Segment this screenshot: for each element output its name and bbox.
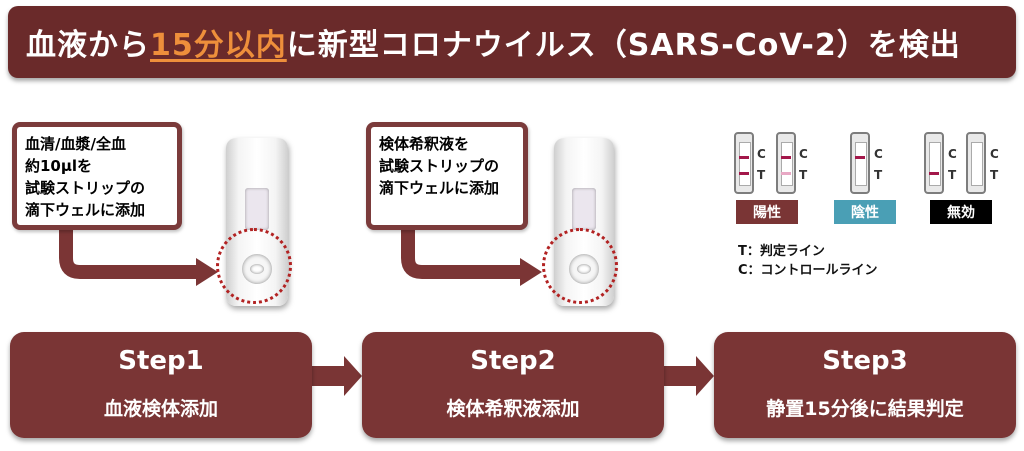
step1-title: Step1	[118, 346, 204, 376]
step3-box: Step3 静置15分後に結果判定	[714, 332, 1016, 438]
step3-description: 静置15分後に結果判定	[766, 398, 964, 420]
c-label: C	[799, 147, 808, 161]
step1-connector	[312, 366, 344, 386]
test-line	[739, 172, 749, 175]
step1-instruction-callout: 血清/血漿/全血 約10µlを 試験ストリップの 滴下ウェルに添加	[12, 122, 182, 230]
invalid-strip-2	[966, 132, 986, 194]
c-label: C	[948, 147, 957, 161]
title-part-1: 血液から	[26, 28, 150, 63]
well-highlight-ring	[542, 228, 618, 304]
callout2-line: 滴下ウェルに添加	[379, 179, 500, 197]
callout1-line: 滴下ウェルに添加	[25, 201, 146, 219]
t-label: T	[948, 168, 957, 182]
positive-strip-1	[734, 132, 754, 194]
test-line-faint	[781, 172, 791, 175]
invalid-strip-1	[924, 132, 944, 194]
t-label: T	[990, 168, 999, 182]
callout2-line: 試験ストリップの	[379, 157, 500, 175]
page-title: 血液から15分以内に新型コロナウイルス（SARS-CoV-2）を検出	[8, 20, 961, 64]
t-line-description: T：判定ライン	[738, 244, 825, 259]
positive-badge: 陽性	[736, 200, 798, 224]
control-line	[781, 156, 791, 159]
callout2-arrowhead	[520, 258, 542, 286]
positive-strip-2	[776, 132, 796, 194]
c-line-description: C：コントロールライン	[738, 263, 878, 278]
c-label: C	[990, 147, 999, 161]
step2-instruction-callout: 検体希釈液を 試験ストリップの 滴下ウェルに添加	[366, 122, 528, 230]
negative-badge: 陰性	[834, 200, 896, 224]
step2-arrowhead	[696, 356, 714, 396]
result-window	[245, 188, 269, 230]
well-highlight-ring	[216, 228, 292, 304]
callout1-line: 血清/血漿/全血	[25, 135, 126, 153]
c-label: C	[874, 147, 883, 161]
step1-box: Step1 血液検体添加	[10, 332, 312, 438]
title-part-2: に新型コロナウイルス（SARS-CoV-2）を検出	[286, 28, 961, 63]
step2-title: Step2	[470, 346, 556, 376]
result-window	[572, 188, 596, 230]
callout2-line: 検体希釈液を	[379, 135, 470, 153]
callout2-arrow	[401, 228, 520, 279]
control-line	[855, 156, 865, 159]
callout1-arrowhead	[196, 258, 218, 286]
title-highlight: 15分以内	[150, 28, 287, 63]
test-line	[929, 172, 939, 175]
negative-strip	[850, 132, 870, 194]
step2-box: Step2 検体希釈液添加	[362, 332, 664, 438]
callout1-arrow	[59, 228, 196, 279]
callout1-line: 約10µlを	[25, 157, 93, 175]
t-label: T	[799, 168, 808, 182]
step1-description: 血液検体添加	[103, 398, 218, 420]
t-label: T	[874, 168, 883, 182]
callout1-line: 試験ストリップの	[25, 179, 146, 197]
step1-arrowhead	[344, 356, 362, 396]
step2-description: 検体希釈液添加	[446, 398, 580, 420]
c-label: C	[757, 147, 766, 161]
step2-connector	[664, 366, 696, 386]
header-banner: 血液から15分以内に新型コロナウイルス（SARS-CoV-2）を検出	[8, 6, 1016, 78]
control-line	[739, 156, 749, 159]
invalid-badge: 無効	[930, 200, 992, 224]
step3-title: Step3	[822, 346, 908, 376]
t-label: T	[757, 168, 766, 182]
